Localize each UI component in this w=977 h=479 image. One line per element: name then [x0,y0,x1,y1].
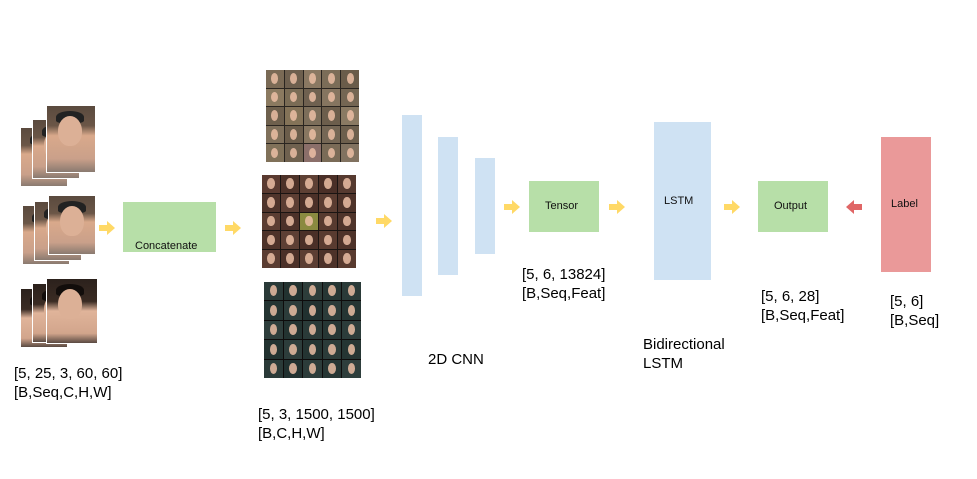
output-box: Output [758,181,828,232]
arrow-right-icon [376,214,392,228]
grid-shape-line2: [B,C,H,W] [258,425,325,442]
lstm-caption-line2: LSTM [643,355,684,372]
concatenate-label: Concatenate [135,240,198,252]
arrow-left-icon [846,200,862,214]
cnn-layer-3 [475,158,495,254]
input-image-stack-3 [20,278,98,348]
arrow-right-icon [724,200,740,214]
label-box-label: Label [891,198,918,210]
face-grid-3 [264,282,361,378]
label-shape-line2: [B,Seq] [890,312,940,329]
face-thumbnail [46,105,96,173]
arrow-right-icon [609,200,625,214]
concatenate-box: Concatenate [123,202,216,252]
face-thumbnail [48,195,96,255]
input-image-stack-2 [22,195,96,265]
output-label: Output [774,200,808,212]
input-image-stack-1 [20,105,96,187]
face-thumbnail [46,278,98,344]
arrow-right-icon [504,200,520,214]
cnn-layer-1 [402,115,422,296]
label-shape-line1: [5, 6] [890,293,924,310]
output-shape-line1: [5, 6, 28] [761,288,820,305]
arrow-right-icon [225,221,241,235]
lstm-label: LSTM [664,195,694,207]
lstm-box: LSTM [654,122,711,280]
output-shape-line2: [B,Seq,Feat] [761,307,845,324]
lstm-caption-line1: Bidirectional [643,336,725,353]
cnn-layer-2 [438,137,458,275]
cnn-label: 2D CNN [428,351,484,368]
grid-shape-line1: [5, 3, 1500, 1500] [258,406,375,423]
input-shape-line2: [B,Seq,C,H,W] [14,384,112,401]
face-grid-1 [266,70,359,162]
face-grid-2 [262,175,356,268]
label-box: Label [881,137,931,272]
tensor-label: Tensor [545,200,579,212]
input-shape-line1: [5, 25, 3, 60, 60] [14,365,123,382]
tensor-box: Tensor [529,181,599,232]
arrow-right-icon [99,221,115,235]
tensor-shape-line1: [5, 6, 13824] [522,266,606,283]
tensor-shape-line2: [B,Seq,Feat] [522,285,606,302]
